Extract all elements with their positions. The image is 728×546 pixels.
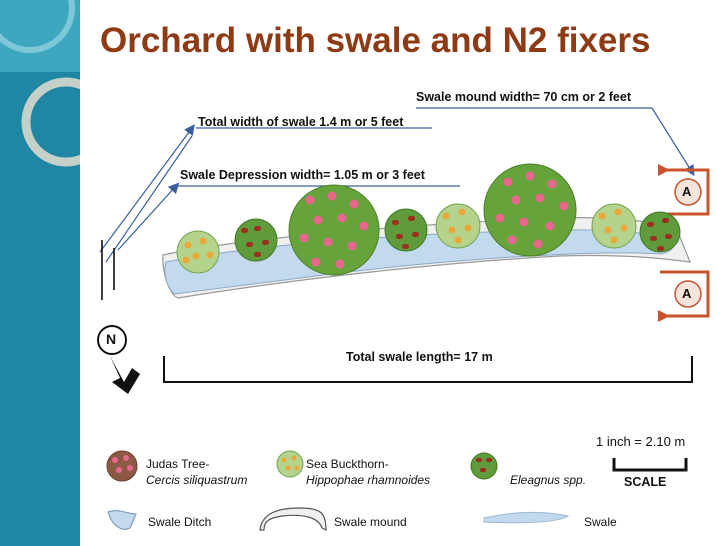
total-length-bracket bbox=[163, 356, 693, 383]
tree-sea-buckthorn-1 bbox=[176, 230, 220, 274]
tree-judas-1 bbox=[288, 184, 380, 276]
legend-judas-latin: Cercis siliquastrum bbox=[146, 473, 248, 487]
sidebar-decoration bbox=[0, 0, 80, 546]
legend-sea-buckthorn-latin: Hippophae rhamnoides bbox=[306, 473, 431, 487]
total-length-label: Total swale length= 17 m bbox=[346, 350, 493, 364]
legend-swale-icon bbox=[483, 511, 570, 524]
tree-sea-buckthorn-3 bbox=[591, 203, 637, 249]
tree-eleagnus-1 bbox=[234, 218, 278, 262]
depression-width-label: Swale Depression width= 1.05 m or 3 feet bbox=[180, 168, 425, 182]
legend-swale-ditch-icon bbox=[107, 510, 137, 530]
legend-judas-common: Judas Tree- bbox=[146, 457, 210, 471]
total-width-label: Total width of swale 1.4 m or 5 feet bbox=[198, 115, 404, 129]
scale-bar bbox=[612, 458, 688, 472]
legend-swale-text: Swale bbox=[584, 515, 617, 529]
section-marker-bottom-label: A bbox=[682, 286, 692, 301]
legend-sea-buckthorn-common: Sea Buckthorn- bbox=[306, 457, 389, 471]
north-label: N bbox=[106, 331, 117, 347]
legend-swale-ditch-text: Swale Ditch bbox=[148, 515, 212, 529]
mound-width-arrow bbox=[651, 107, 695, 177]
page-title: Orchard with swale and N2 fixers bbox=[100, 21, 651, 60]
total-width-arrow bbox=[99, 124, 195, 253]
scale-label: SCALE bbox=[624, 475, 667, 489]
tree-eleagnus-3 bbox=[639, 211, 681, 253]
sidebar-top-panel bbox=[0, 0, 80, 72]
tree-judas-2 bbox=[483, 163, 577, 257]
legend-judas-text: Judas Tree- Cercis siliquastrum bbox=[146, 456, 247, 488]
legend-eleagnus-text: Eleagnus spp. bbox=[510, 472, 586, 488]
section-marker-top-label: A bbox=[682, 184, 692, 199]
section-marker-bottom bbox=[658, 270, 710, 322]
tree-sea-buckthorn-2 bbox=[435, 203, 481, 249]
legend-judas-icon bbox=[106, 450, 138, 482]
section-marker-top bbox=[658, 164, 710, 216]
north-arrow bbox=[97, 325, 140, 394]
legend-sea-buckthorn-icon bbox=[276, 450, 304, 478]
legend-swale-mound-text: Swale mound bbox=[334, 515, 407, 529]
depression-width-arrow bbox=[117, 182, 180, 251]
tree-eleagnus-2 bbox=[384, 208, 428, 252]
legend-swale-mound-icon bbox=[259, 507, 327, 531]
legend-eleagnus-icon bbox=[470, 452, 498, 480]
mound-width-label: Swale mound width= 70 cm or 2 feet bbox=[416, 90, 631, 104]
scale-ratio: 1 inch = 2.10 m bbox=[596, 434, 686, 449]
legend-sea-buckthorn-text: Sea Buckthorn- Hippophae rhamnoides bbox=[306, 456, 430, 488]
sidebar-circles bbox=[0, 0, 80, 167]
legend-eleagnus-latin: Eleagnus spp. bbox=[510, 473, 587, 487]
